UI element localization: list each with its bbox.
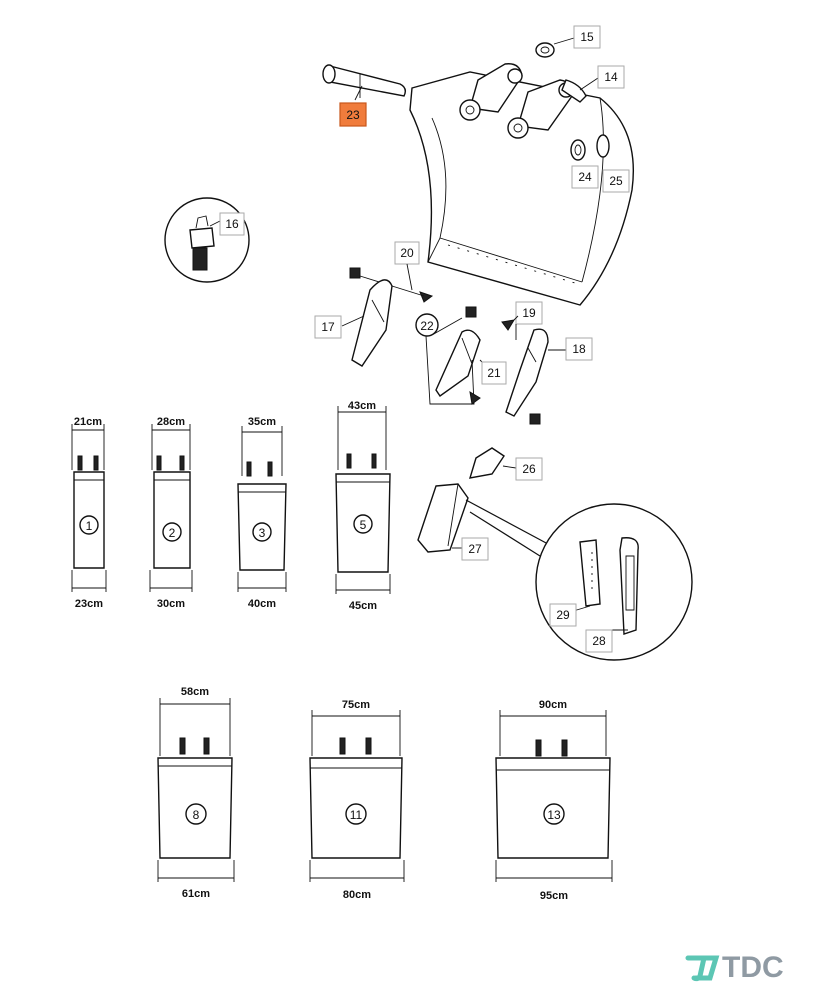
part-label-23[interactable] — [339, 102, 367, 127]
part-label-21[interactable] — [481, 361, 507, 385]
part-label-26[interactable] — [515, 457, 543, 481]
brand-name: TDC — [722, 951, 784, 984]
part-label-15[interactable] — [573, 25, 601, 49]
part-number-17: 17 — [321, 320, 335, 334]
part-number-25: 25 — [609, 174, 623, 188]
bucket-main — [409, 63, 635, 306]
pin-14[interactable] — [561, 79, 587, 103]
part-label-29[interactable] — [549, 603, 577, 627]
tdc-logo: TDC — [685, 951, 784, 984]
bucket-2-top-width: 28cm — [157, 416, 185, 428]
part-number-22: 22 — [420, 319, 434, 333]
bucket-size-5[interactable]: 43cm 5 45cm — [335, 400, 391, 612]
part-label-18[interactable] — [565, 337, 593, 361]
adapter-26[interactable] — [469, 447, 505, 479]
part-number-28: 28 — [592, 634, 606, 648]
tooth-27[interactable] — [417, 483, 469, 553]
bucket-11-bottom-width: 80cm — [343, 889, 371, 901]
part-label-28[interactable] — [585, 629, 613, 653]
bucket-1-number: 1 — [86, 519, 93, 533]
bucket-13-bottom-width: 95cm — [540, 890, 568, 902]
part-number-27: 27 — [468, 542, 482, 556]
bucket-size-1[interactable]: 21cm 1 23cm — [71, 416, 107, 610]
pin-23[interactable] — [322, 64, 407, 98]
part-number-19: 19 — [522, 306, 536, 320]
bucket-5-top-width: 43cm — [348, 400, 376, 412]
part-number-18: 18 — [572, 342, 586, 356]
part-number-16: 16 — [225, 217, 239, 231]
bucket-8-number: 8 — [193, 808, 200, 822]
bucket-size-13[interactable]: 90cm 13 95cm — [495, 699, 613, 902]
marker-square — [349, 267, 361, 279]
part-number-14: 14 — [604, 70, 618, 84]
side-cutter-17[interactable] — [351, 279, 393, 367]
part-label-19[interactable] — [515, 301, 543, 325]
part-label-22[interactable] — [415, 313, 439, 337]
washer-24[interactable] — [570, 139, 586, 161]
part-number-23: 23 — [346, 108, 360, 122]
bucket-8-top-width: 58cm — [181, 686, 209, 698]
bucket-5-number: 5 — [360, 518, 367, 532]
bucket-8-bottom-width: 61cm — [182, 888, 210, 900]
bucket-1-bottom-width: 23cm — [75, 598, 103, 610]
tooth-21[interactable] — [435, 329, 481, 397]
bucket-1-top-width: 21cm — [74, 416, 102, 428]
part-number-20: 20 — [400, 246, 414, 260]
part-number-15: 15 — [580, 30, 594, 44]
part-label-17[interactable] — [314, 315, 342, 339]
bucket-11-number: 11 — [350, 808, 363, 822]
bucket-13-top-width: 90cm — [539, 699, 567, 711]
part-label-25[interactable] — [602, 169, 630, 193]
marker-square — [465, 306, 477, 318]
part-number-26: 26 — [522, 462, 536, 476]
clip-25[interactable] — [596, 134, 610, 158]
bucket-2-number: 2 — [169, 526, 176, 540]
bucket-size-11[interactable]: 75cm 11 80cm — [309, 699, 405, 901]
pin-retainer-inset[interactable] — [535, 503, 693, 661]
side-cutter-18[interactable] — [505, 328, 549, 417]
part-number-24: 24 — [578, 170, 592, 184]
bucket-3-bottom-width: 40cm — [248, 598, 276, 610]
part-number-29: 29 — [556, 608, 570, 622]
part-label-27[interactable] — [461, 537, 489, 561]
grease-nipple-16-inset[interactable] — [164, 197, 250, 283]
bucket-size-2[interactable]: 28cm 2 30cm — [149, 416, 193, 610]
bucket-size-3[interactable]: 35cm 3 40cm — [237, 416, 287, 610]
part-number-21: 21 — [487, 366, 501, 380]
part-label-16[interactable] — [219, 212, 245, 236]
bucket-3-number: 3 — [259, 526, 266, 540]
bucket-2-bottom-width: 30cm — [157, 598, 185, 610]
bucket-5-bottom-width: 45cm — [349, 600, 377, 612]
bucket-13-number: 13 — [547, 808, 561, 822]
bucket-3-top-width: 35cm — [248, 416, 276, 428]
part-label-24[interactable] — [571, 165, 599, 189]
marker-square — [529, 413, 541, 425]
bucket-11-top-width: 75cm — [342, 699, 370, 711]
part-label-14[interactable] — [597, 65, 625, 89]
bucket-size-8[interactable]: 58cm 8 61cm — [157, 686, 235, 900]
bushing-15[interactable] — [535, 42, 555, 58]
